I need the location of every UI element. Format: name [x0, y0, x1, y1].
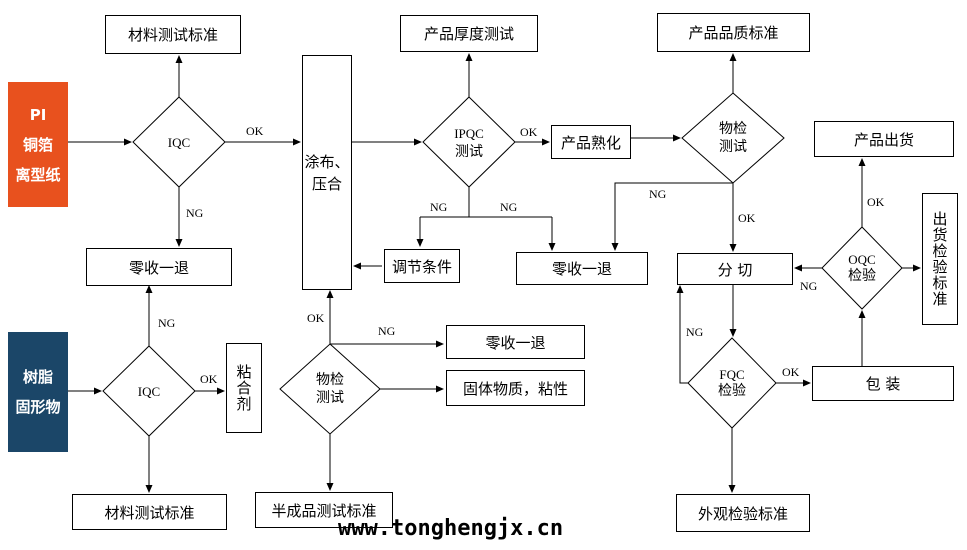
oqc-text-1: OQC: [848, 252, 876, 267]
ok-fqc-label: OK: [782, 365, 800, 379]
phys-right-text-2: 测试: [719, 139, 747, 155]
slitting-box: 分 切: [677, 253, 793, 285]
semi-product-std-box: 半成品测试标准: [255, 492, 393, 528]
adhesive-box: 粘合剂: [226, 343, 262, 433]
thickness-test-box: 产品厚度测试: [400, 15, 538, 52]
oqc-diamond: [821, 226, 903, 310]
input-resin-solids: 树脂 固形物: [8, 332, 68, 452]
material-std-top-box: 材料测试标准: [105, 15, 241, 54]
fqc-text-1: FQC: [719, 367, 745, 382]
ipqc-text-1: IPQC: [454, 126, 484, 141]
phys-right-label: 物检 测试: [703, 120, 763, 156]
iqc-bottom-text: IQC: [137, 384, 161, 399]
appearance-std-box: 外观检验标准: [676, 494, 810, 532]
iqc-top-label: IQC: [149, 134, 209, 151]
input-pi-copper-release: PI 铜箔 离型纸: [8, 82, 68, 207]
iqc-top-text: IQC: [167, 135, 191, 150]
input-pi-line-1: PI: [29, 105, 47, 124]
phys-mid-text-2: 测试: [316, 390, 344, 406]
input-pi-line-3: 离型纸: [15, 165, 61, 184]
packing-box: 包 装: [812, 366, 954, 401]
solid-viscosity-box: 固体物质，粘性: [446, 370, 585, 406]
adjust-conditions-box: 调节条件: [384, 249, 460, 283]
ng-ipqc-left-label: NG: [430, 200, 448, 214]
fqc-text-2: 检验: [718, 383, 746, 399]
ng-phys-right-label: NG: [649, 187, 667, 201]
ok-oqc-label: OK: [867, 195, 885, 209]
ok-phys-right-label: OK: [738, 211, 756, 225]
coating-laminating-label: 涂布、压合: [304, 152, 350, 193]
ok-ipqc-label: OK: [520, 125, 538, 139]
reject-mid-box: 零收一退: [446, 325, 585, 359]
ng-oqc-label: NG: [800, 279, 818, 293]
ng-fqc-label: NG: [686, 325, 704, 339]
oqc-text-2: 检验: [848, 268, 876, 284]
iqc-bottom-label: IQC: [119, 383, 179, 400]
ng-ipqc-right-label: NG: [500, 200, 518, 214]
ng-phys-mid-label: NG: [378, 324, 396, 338]
input-resin-line-1: 树脂: [22, 368, 53, 386]
curing-box: 产品熟化: [551, 125, 631, 159]
material-std-bottom-box: 材料测试标准: [72, 494, 227, 530]
ok-iqc-bottom-label: OK: [200, 372, 218, 386]
website-watermark: www.tonghengjx.cn: [338, 516, 564, 541]
ok-iqc-top-label: OK: [246, 124, 264, 138]
oqc-label: OQC 检验: [832, 251, 892, 285]
oqc-std-box: 出货检验标准: [922, 193, 958, 325]
shipping-box: 产品出货: [814, 121, 954, 157]
input-resin-line-2: 固形物: [15, 398, 61, 416]
ok-phys-mid-label: OK: [307, 311, 325, 325]
phys-right-text-1: 物检: [719, 121, 747, 137]
ipqc-label: IPQC 测试: [439, 125, 499, 161]
reject-left-box: 零收一退: [86, 248, 232, 286]
ipqc-text-2: 测试: [455, 144, 483, 160]
quality-std-box: 产品品质标准: [657, 13, 810, 52]
coating-laminating-box: 涂布、压合: [302, 55, 352, 290]
input-pi-line-2: 铜箔: [22, 135, 53, 154]
phys-mid-label: 物检 测试: [300, 371, 360, 407]
reject-right-box: 零收一退: [516, 252, 648, 285]
fqc-label: FQC 检验: [702, 366, 762, 400]
ng-iqc-bottom-label: NG: [158, 316, 176, 330]
phys-mid-text-1: 物检: [316, 372, 344, 388]
ng-iqc-top-label: NG: [186, 206, 204, 220]
